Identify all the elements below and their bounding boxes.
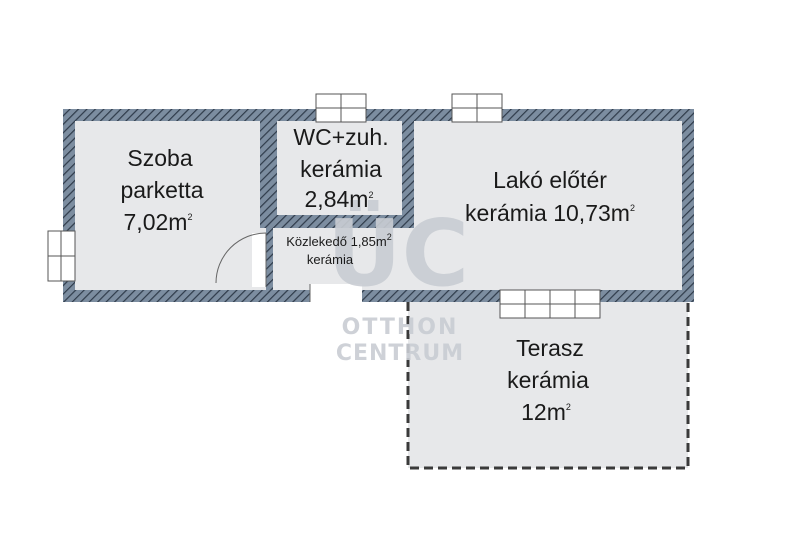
kozlekedo-floor: kerámia (307, 252, 354, 267)
room-kozlekedo (260, 228, 402, 290)
room-wc (277, 121, 402, 215)
room-terasz (408, 302, 688, 468)
watermark-logo: ÜC (327, 198, 469, 307)
window-top-left (315, 93, 367, 123)
watermark-line2: CENTRUM (336, 341, 464, 366)
door-entrance (309, 284, 362, 302)
terasz-area: 12m2 (521, 399, 571, 425)
terasz-name: Terasz (516, 335, 584, 361)
szoba-name: Szoba (127, 145, 192, 171)
watermark: ÜC OTTHON CENTRUM (327, 198, 469, 366)
lako-name: Lakó előtér (493, 167, 607, 193)
window-left (47, 230, 76, 282)
wall-stub (402, 228, 414, 290)
lako-floor-area: kerámia 10,73m2 (465, 200, 635, 226)
szoba-area: 7,02m2 (124, 209, 193, 235)
wall-stub (266, 228, 273, 290)
kozlekedo-name-area: Közlekedő 1,85m2 (286, 232, 391, 249)
watermark-line1: OTTHON (342, 315, 459, 340)
room-lako-eloter (414, 121, 682, 290)
szoba-floor: parketta (120, 177, 203, 203)
door-terrace (499, 289, 601, 319)
wc-name: WC+zuh. (293, 124, 388, 150)
wc-area: 2,84m2 (305, 186, 374, 212)
terasz-floor: kerámia (507, 367, 589, 393)
window-top-right (451, 93, 503, 123)
wall-stub (260, 215, 277, 228)
wc-floor: kerámia (300, 156, 382, 182)
door-szoba (215, 232, 267, 287)
room-szoba (75, 121, 260, 290)
